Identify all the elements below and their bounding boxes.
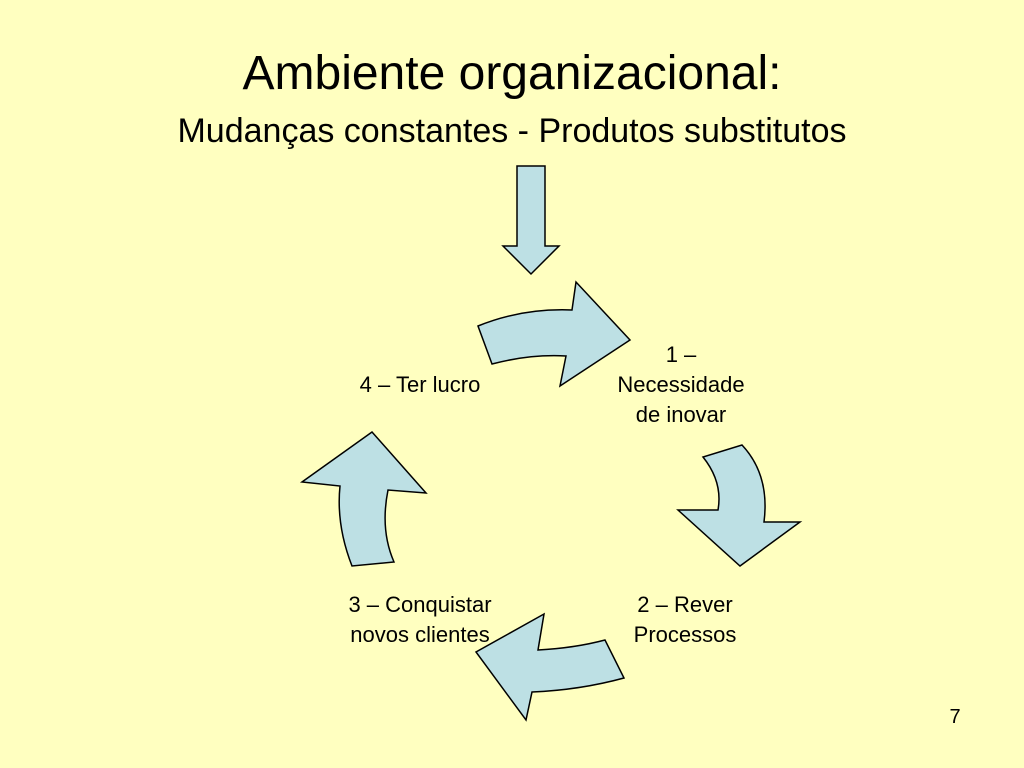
slide-title: Ambiente organizacional: bbox=[242, 47, 782, 100]
incoming-arrow bbox=[501, 165, 561, 276]
step-3-label: 3 – Conquistar novos clientes bbox=[348, 592, 492, 647]
page-number: 7 bbox=[949, 706, 961, 728]
slide-subtitle: Mudanças constantes - Produtos substitut… bbox=[177, 112, 847, 150]
curved-arrow-top bbox=[477, 280, 632, 388]
curved-arrow-right bbox=[676, 444, 803, 567]
step-2-label: 2 – Rever Processos bbox=[633, 592, 737, 647]
step-1-label: 1 – Necessidade de inovar bbox=[617, 342, 745, 427]
step-4-label: 4 – Ter lucro bbox=[359, 372, 481, 397]
curved-arrow-bottom bbox=[474, 612, 626, 722]
curved-arrow-left bbox=[299, 430, 428, 567]
